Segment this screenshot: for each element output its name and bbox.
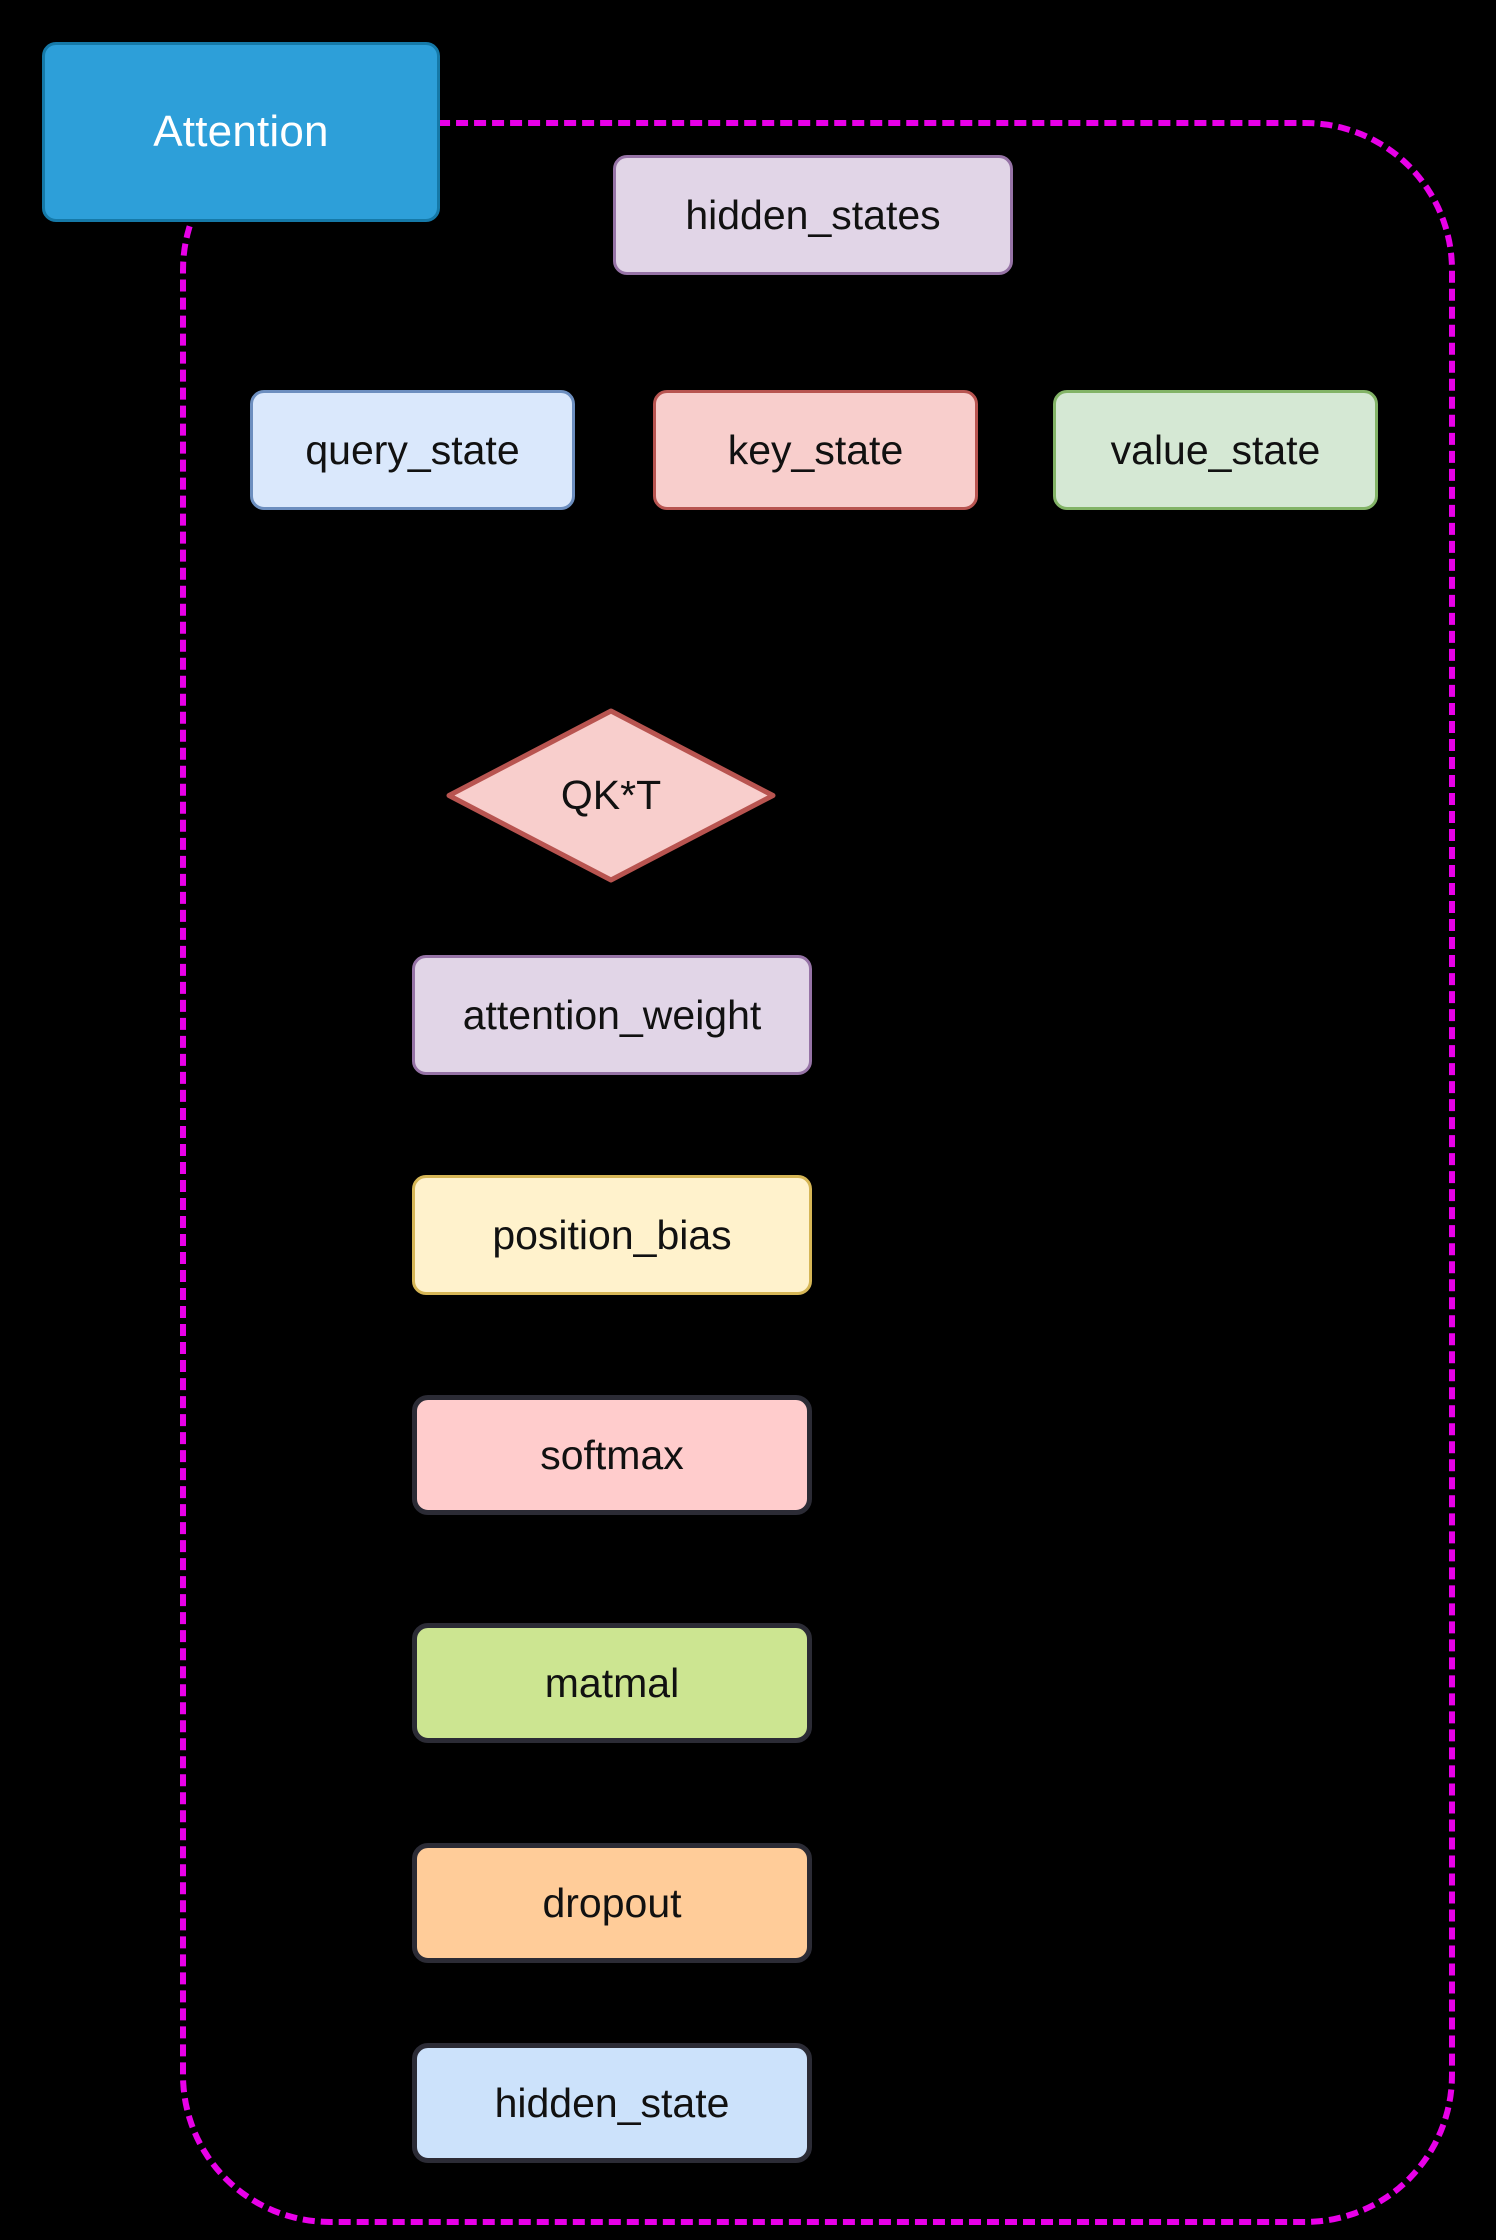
node-hidden-state[interactable]: hidden_state: [412, 2043, 812, 2163]
attention-group-title[interactable]: Attention: [42, 42, 440, 222]
node-query-state[interactable]: query_state: [250, 390, 575, 510]
node-label: position_bias: [492, 1211, 732, 1258]
node-qk-t[interactable]: QK*T: [446, 708, 776, 883]
node-softmax[interactable]: softmax: [412, 1395, 812, 1515]
node-label: hidden_state: [494, 2079, 730, 2126]
node-label: QK*T: [560, 772, 662, 818]
node-hidden-states[interactable]: hidden_states: [613, 155, 1013, 275]
node-key-state[interactable]: key_state: [653, 390, 978, 510]
node-attention-weight[interactable]: attention_weight: [412, 955, 812, 1075]
node-label: query_state: [305, 426, 520, 473]
node-label: softmax: [540, 1431, 684, 1478]
node-label: dropout: [542, 1879, 682, 1926]
node-dropout[interactable]: dropout: [412, 1843, 812, 1963]
node-label: key_state: [727, 426, 904, 473]
diamond-shape: [446, 708, 776, 883]
node-label: value_state: [1110, 426, 1321, 473]
node-label: hidden_states: [685, 191, 941, 238]
attention-group-title-label: Attention: [153, 107, 329, 156]
node-label: matmal: [544, 1659, 680, 1706]
node-label: attention_weight: [462, 991, 762, 1038]
node-position-bias[interactable]: position_bias: [412, 1175, 812, 1295]
node-matmal[interactable]: matmal: [412, 1623, 812, 1743]
node-value-state[interactable]: value_state: [1053, 390, 1378, 510]
